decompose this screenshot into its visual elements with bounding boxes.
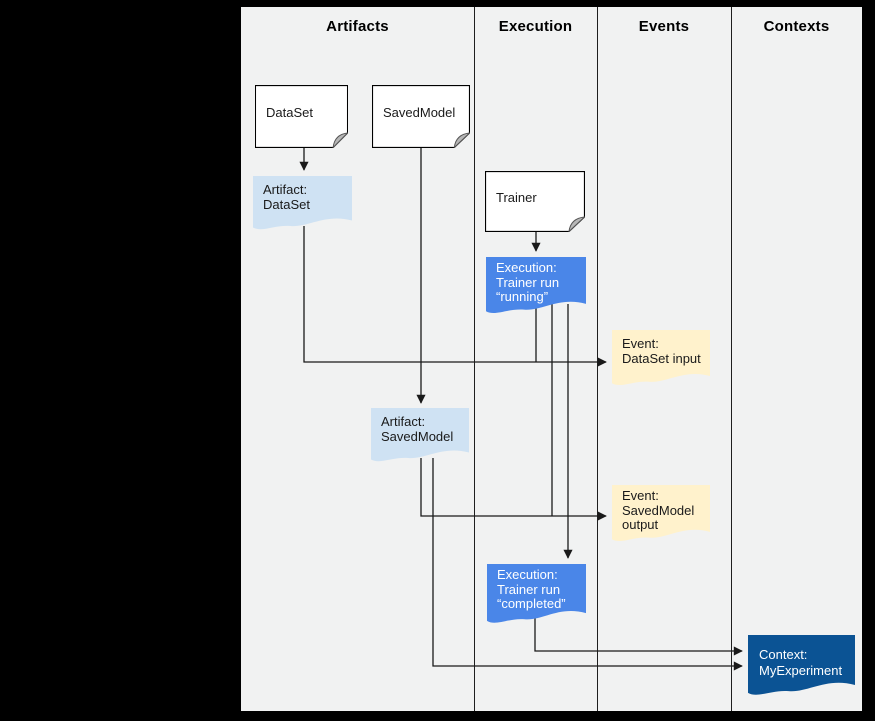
document-shape xyxy=(748,635,855,695)
node-label-line: output xyxy=(622,517,659,532)
node-context-myexperiment: Context: MyExperiment xyxy=(748,635,855,699)
node-execution-running: Execution: Trainer run “running” xyxy=(486,257,586,317)
column-header-events: Events xyxy=(638,18,690,35)
node-label-line: Context: xyxy=(759,647,808,662)
node-label-line: DataSet xyxy=(263,197,310,212)
node-trainer: Trainer xyxy=(485,171,585,232)
node-label-line: Trainer run xyxy=(496,274,560,290)
node-label-line: Execution: xyxy=(496,260,557,275)
node-label: Execution: Trainer run “running” xyxy=(486,257,586,317)
node-label-line: Trainer run xyxy=(497,581,561,597)
node-label-line: MyExperiment xyxy=(759,662,843,678)
document-shape xyxy=(612,330,710,386)
edge-artifact-savedmodel-to-context xyxy=(432,458,743,671)
node-label-line: Event: xyxy=(622,488,659,503)
node-label: Execution: Trainer run “completed” xyxy=(487,564,586,627)
edge-execution-completed-to-context xyxy=(534,616,743,656)
node-label: Event: DataSet input xyxy=(612,330,710,389)
node-label-line: “completed” xyxy=(497,596,566,611)
node-label-line: SavedModel xyxy=(622,502,695,518)
column-divider-1 xyxy=(474,7,475,711)
document-shape xyxy=(486,257,586,313)
node-label-line: DataSet xyxy=(266,105,313,120)
column-header-execution: Execution xyxy=(498,18,573,35)
node-label: Trainer xyxy=(485,171,585,232)
node-event-dataset-input: Event: DataSet input xyxy=(612,330,710,389)
node-label: DataSet xyxy=(255,85,348,148)
node-artifact-savedmodel: Artifact: SavedModel xyxy=(371,408,469,465)
edge-artifact-savedmodel-to-event-savedmodel-output xyxy=(420,458,607,521)
node-execution-completed: Execution: Trainer run “completed” xyxy=(487,564,586,627)
document-shape xyxy=(371,408,469,462)
node-label-line: “running” xyxy=(496,289,549,304)
node-label-line: Artifact: xyxy=(263,182,308,197)
node-dataset: DataSet xyxy=(255,85,348,148)
node-label-line: Execution: xyxy=(497,567,558,582)
column-divider-2 xyxy=(597,7,598,711)
column-header-contexts: Contexts xyxy=(763,18,830,35)
node-label-line: Trainer xyxy=(496,190,537,205)
paper-shape xyxy=(372,85,470,148)
node-label-line: SavedModel xyxy=(381,429,454,444)
paper-shape xyxy=(485,171,585,232)
node-label-line: Event: xyxy=(622,336,659,351)
paper-shape xyxy=(255,85,348,148)
edge-artifact-dataset-to-event-dataset-input xyxy=(303,226,607,367)
document-shape xyxy=(253,176,352,230)
column-header-artifacts: Artifacts xyxy=(326,18,389,35)
node-artifact-dataset: Artifact: DataSet xyxy=(253,176,352,233)
column-divider-3 xyxy=(731,7,732,711)
node-label-line: Artifact: xyxy=(381,414,426,429)
node-savedmodel: SavedModel xyxy=(372,85,470,148)
node-event-savedmodel-output: Event: SavedModel output xyxy=(612,485,710,545)
node-label-line: SavedModel xyxy=(383,105,456,120)
node-label: SavedModel xyxy=(372,85,470,148)
node-label-line: DataSet input xyxy=(622,351,701,366)
node-label: Artifact: SavedModel xyxy=(371,408,469,465)
node-label: Context: MyExperiment xyxy=(748,635,855,699)
document-shape xyxy=(612,485,710,541)
node-label: Event: SavedModel output xyxy=(612,485,710,545)
node-label: Artifact: DataSet xyxy=(253,176,352,233)
document-shape xyxy=(487,564,586,623)
